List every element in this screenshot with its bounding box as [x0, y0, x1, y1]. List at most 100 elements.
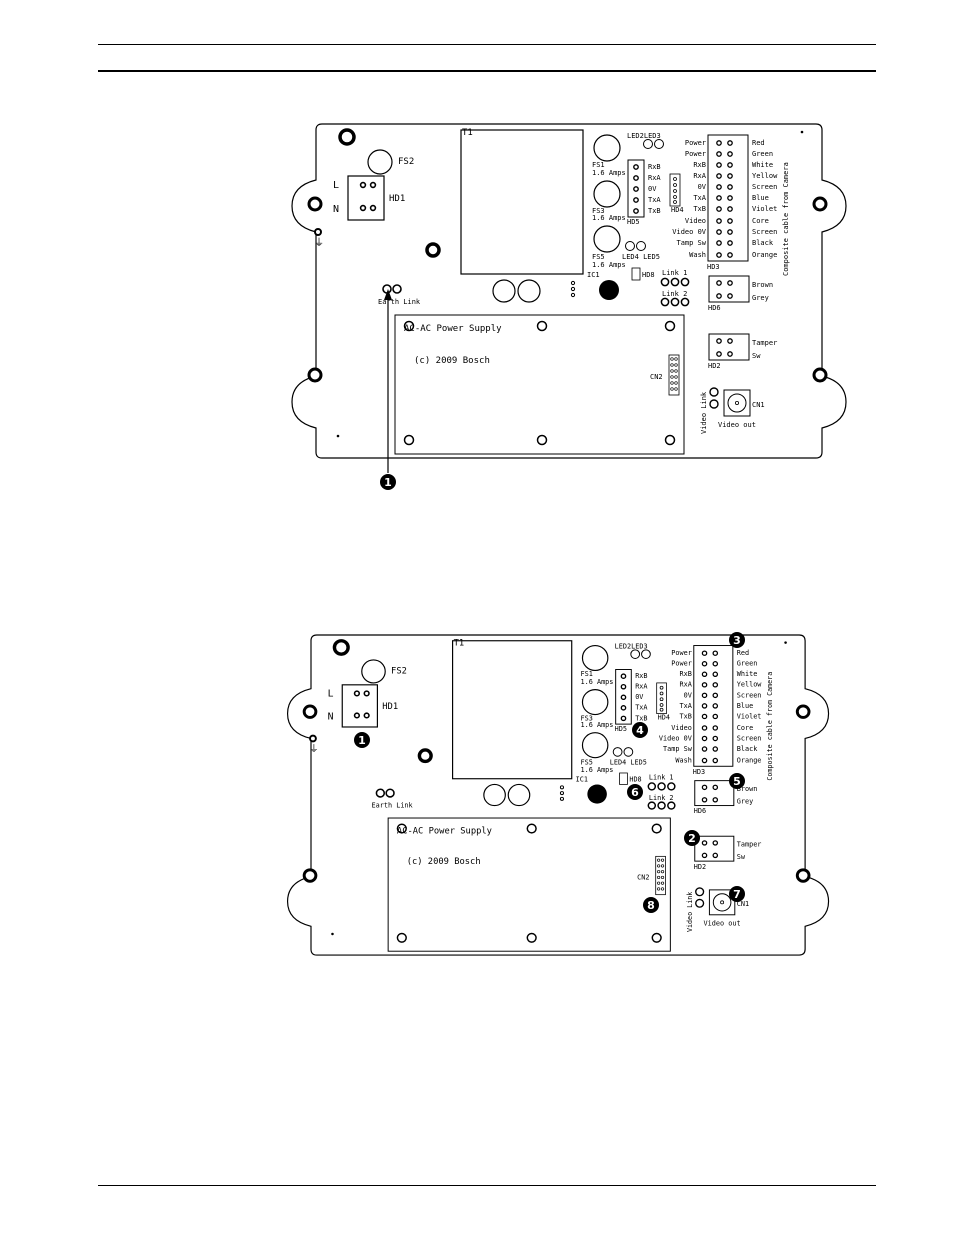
- header-rule-top: [98, 44, 876, 45]
- hd3-left: Wash: [675, 756, 691, 764]
- label-fs1: FS1: [592, 161, 605, 169]
- label-cn1: CN1: [752, 401, 765, 409]
- svg-text:8: 8: [647, 899, 655, 912]
- label-psu-title: AC-AC Power Supply: [404, 324, 502, 334]
- callout-bottom-8: 8: [643, 897, 659, 913]
- hd5-pin: RxA: [635, 683, 647, 691]
- hd3-right: Green: [737, 660, 758, 668]
- hd3-right: White: [752, 161, 773, 169]
- label-earth-link: Earth Link: [372, 802, 413, 810]
- label-video-out: Video out: [704, 919, 741, 927]
- label-hd8: HD8: [642, 271, 655, 279]
- svg-text:2: 2: [688, 832, 696, 845]
- label-l: L: [333, 180, 339, 191]
- hd3-left: RxA: [693, 172, 706, 180]
- hd3-left: RxB: [693, 161, 706, 169]
- label-fs5: FS5: [592, 253, 605, 261]
- callout-bottom-6: 6: [627, 784, 643, 800]
- hd3-right: Screen: [737, 734, 762, 742]
- label-ic1: IC1: [576, 776, 588, 784]
- svg-text:5: 5: [733, 775, 741, 788]
- hd3-right: Orange: [737, 756, 762, 764]
- callout-bottom-3: 3: [729, 632, 745, 648]
- hd3-right: Red: [737, 649, 749, 657]
- label-psu-title: AC-AC Power Supply: [397, 826, 492, 836]
- label-led23: LED2LED3: [615, 642, 648, 650]
- hd2-label: Sw: [752, 352, 761, 360]
- label-hd5: HD5: [615, 725, 627, 733]
- label-fs5: FS5: [581, 758, 593, 766]
- label-link1: Link 1: [662, 269, 687, 277]
- label-hd3: HD3: [707, 263, 720, 271]
- label-hd1: HD1: [389, 194, 405, 204]
- label-cn2: CN2: [650, 373, 663, 381]
- label-fs1: FS1: [581, 670, 593, 678]
- label-led23: LED2LED3: [627, 132, 661, 140]
- label-fs3-amps: 1.6 Amps: [581, 721, 614, 729]
- svg-text:1: 1: [384, 476, 392, 489]
- header-rule-bottom: [98, 70, 876, 72]
- label-hd3: HD3: [693, 768, 705, 776]
- hd3-left: Power: [671, 649, 692, 657]
- hd3-right: Core: [752, 217, 769, 225]
- hd3-left: TxA: [679, 702, 691, 710]
- hd3-right: Blue: [737, 702, 753, 710]
- hd3-left: Tamp Sw: [663, 745, 693, 753]
- label-earth-link: Earth Link: [378, 298, 421, 306]
- label-composite: Composite cable from Camera: [782, 162, 790, 276]
- label-psu-copy: (c) 2009 Bosch: [407, 857, 481, 867]
- label-n: N: [333, 204, 339, 215]
- hd3-left: Video: [671, 724, 692, 732]
- hd6-label: Brown: [752, 281, 773, 289]
- hd6-label: Grey: [752, 294, 769, 302]
- hd5-pin: 0V: [635, 693, 643, 701]
- hd3-left: Video 0V: [672, 228, 707, 236]
- hd5-pin: TxB: [648, 207, 661, 215]
- svg-text:1: 1: [358, 734, 366, 747]
- label-hd5: HD5: [627, 218, 640, 226]
- label-led45: LED4 LED5: [610, 758, 647, 766]
- earth-icon: ⏚: [309, 744, 319, 755]
- hd3-right: Screen: [752, 228, 777, 236]
- hd3-right: Yellow: [752, 172, 778, 180]
- hd5-pin: TxA: [648, 196, 661, 204]
- svg-text:7: 7: [733, 888, 741, 901]
- label-hd1: HD1: [382, 702, 398, 712]
- footer-rule: [98, 1185, 876, 1186]
- hd5-pin: RxB: [648, 163, 661, 171]
- label-hd8: HD8: [629, 776, 641, 784]
- hd3-right: White: [737, 670, 758, 678]
- hd3-left: TxB: [693, 205, 706, 213]
- label-fs1-amps: 1.6 Amps: [581, 678, 614, 686]
- hd3-right: Core: [737, 724, 753, 732]
- label-link1: Link 1: [649, 774, 674, 782]
- label-fs2: FS2: [398, 157, 414, 167]
- label-cn1: CN1: [737, 900, 749, 908]
- callout-top-1: 1: [380, 474, 396, 490]
- hd3-left: Power: [685, 150, 706, 158]
- hd3-left: TxB: [679, 712, 691, 720]
- label-hd4: HD4: [671, 206, 684, 214]
- label-ic1: IC1: [587, 271, 600, 279]
- label-led45: LED4 LED5: [622, 253, 660, 261]
- label-t1: T1: [454, 639, 465, 649]
- hd3-left: Video 0V: [659, 734, 692, 742]
- label-fs2: FS2: [391, 666, 407, 676]
- hd3-right: Blue: [752, 194, 769, 202]
- hd3-left: RxB: [679, 670, 691, 678]
- hd3-left: 0V: [698, 183, 707, 191]
- hd5-pin: 0V: [648, 185, 657, 193]
- callout-bottom-7: 7: [729, 886, 745, 902]
- label-fs1-amps: 1.6 Amps: [592, 169, 626, 177]
- hd3-right: Screen: [752, 183, 777, 191]
- label-video-out: Video out: [718, 421, 756, 429]
- label-video-link: Video Link: [700, 391, 708, 434]
- hd3-left: TxA: [693, 194, 706, 202]
- hd2-label: Tamper: [737, 841, 762, 849]
- pcb-bottom: T1 FS2 L N HD1 ⏚ Earth Link LED2LED3 FS1…: [285, 633, 831, 957]
- hd3-left: Power: [685, 139, 706, 147]
- hd3-left: Power: [671, 660, 692, 668]
- pcb-top: T1 FS2 L N HD1 ⏚ Earth Link LED2LED3 FS1…: [290, 122, 848, 460]
- hd3-right: Black: [737, 745, 758, 753]
- callout-bottom-5: 5: [729, 773, 745, 789]
